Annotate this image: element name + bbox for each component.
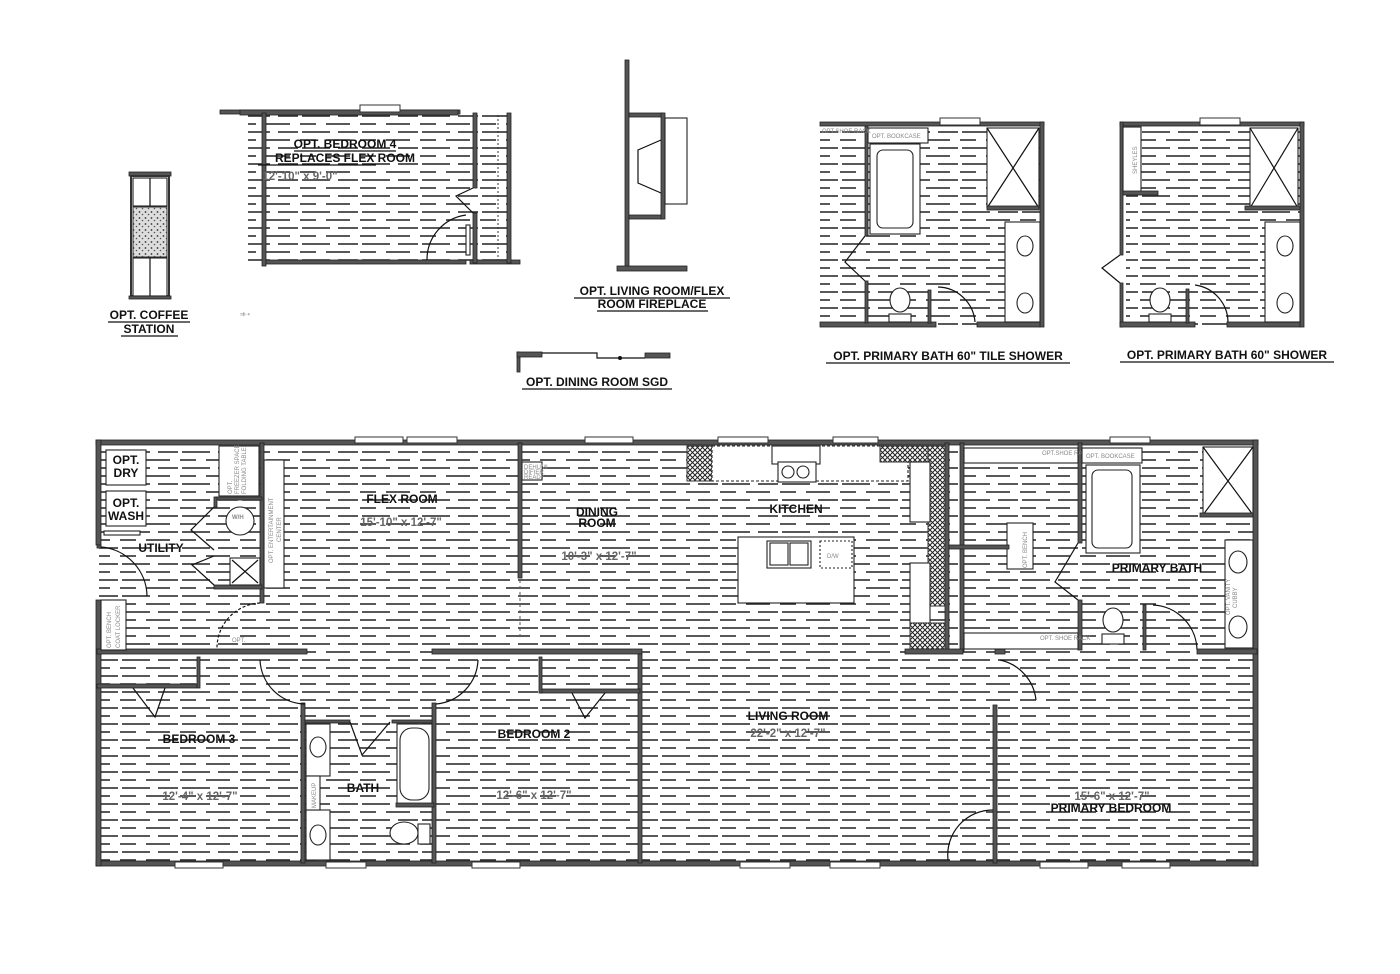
utility-label: UTILITY [138,541,183,555]
tile-shower-title: OPT. PRIMARY BATH 60" TILE SHOWER [833,349,1063,363]
living-room-dims: 22'-2" x 12'-7" [750,728,825,740]
freezer-label-1: OPT. [228,480,234,494]
vanity-label-1: OPT. VANITY [1226,579,1232,615]
living-room-label: LIVING ROOM [748,709,829,723]
dishwasher-label: D/W [827,554,839,560]
dining-room-label-2: ROOM [578,516,615,530]
kitchen-label: KITCHEN [769,502,822,516]
shoe-rack-bottom-label: OPT. SHOE RACK [1040,636,1090,642]
washer-label-2: WASH [108,509,144,523]
dryer-label-1: OPT. [113,453,140,467]
shower-shelves-label: SHEYLES [1133,146,1139,174]
primary-bath-label: PRIMARY BATH [1112,561,1202,575]
opt-dryer [105,449,147,486]
opt-primary-bath-shower: SHEYLES OPT. PRIMARY BATH 60" SHOWER [1101,117,1334,363]
primary-bedroom-label: PRIMARY BEDROOM [1051,801,1172,815]
flex-room-dims: 15'-10" x 12'-7" [360,517,442,529]
bedroom4-dims: 12'-10" x 9'-0" [262,171,337,183]
entertainment-label-1: OPT. ENTERTAINMENT [269,497,275,563]
opt-primary-bath-tile-shower: OPT. BOOKCASE OPT.SHOE RACK OPT. PRIMARY… [819,117,1070,364]
opt-coffee-station: OPT. COFFEE STATION [108,171,190,337]
bookcase-label: OPT. BOOKCASE [1086,454,1135,460]
opt-label: OPT. [232,638,246,644]
freezer-label-2: FREEZER SPACE [235,444,241,494]
dining-room-label-1: DINING [576,505,618,519]
shoe-rack-top-label: OPT.SHOE RACK [1042,451,1091,457]
bedroom2-dims: 12'-6" x 12'-7" [496,790,571,802]
bedroom4-stair-mark: ⇉⇢ [240,311,250,318]
shower-title: OPT. PRIMARY BATH 60" SHOWER [1127,348,1327,362]
bedroom4-title-1: OPT. BEDROOM 4 [294,137,397,151]
bench-label-2: COAT LOCKER [116,605,122,648]
dehumidifier-label-1: DEHUMI- [524,465,550,471]
bedroom4-title-2: REPLACES FLEX ROOM [275,151,415,165]
flex-room-label: FLEX ROOM [366,492,437,506]
bedroom3-label: BEDROOM 3 [163,732,236,746]
bench-label: OPT. BENCH [1023,532,1029,568]
vanity-label-2: CUBBY [1233,587,1239,608]
primary-bedroom-dims: 15'-6" x 12'-7" [1074,791,1149,803]
main-floor-plan: MAKEUP OPT. DRY OPT. WASH OPT. FREEZER S… [95,436,1259,869]
windows [174,436,1171,869]
dining-room-dims: 10'-3" x 12'-7" [561,551,636,563]
bath-label: BATH [347,781,379,795]
freezer-label-3: FOLDING TABLE [242,447,248,494]
dehumidifier-label-2: DIFIER [524,470,544,476]
opt-dining-sgd: OPT. DINING ROOM SGD [516,351,672,390]
washer-label-1: OPT. [113,496,140,510]
opt-fireplace: OPT. LIVING ROOM/FLEX ROOM FIREPLACE [574,59,730,312]
tile-bookcase-label: OPT. BOOKCASE [872,134,921,140]
bedroom2-label: BEDROOM 2 [498,727,571,741]
makeup-label: MAKEUP [312,783,318,808]
fireplace-label-2: ROOM FIREPLACE [598,297,707,311]
opt-bedroom-4: OPT. BEDROOM 4 REPLACES FLEX ROOM 12'-10… [219,104,521,318]
water-heater-label: W/H [232,515,244,521]
opt-washer [105,490,147,527]
coffee-station-label-1: OPT. COFFEE [110,308,189,322]
bench-label-1: OPT. BENCH [107,612,113,648]
bedroom3-dims: 12'-4" x 12'-7" [162,791,237,803]
entertainment-label-2: CENTER [277,517,283,542]
coffee-station-label-2: STATION [124,322,175,336]
exterior-wall-top [95,439,1259,446]
tile-shoe-rack-label: OPT.SHOE RACK [822,129,871,135]
water-heater [225,506,255,536]
dining-sgd-label: OPT. DINING ROOM SGD [526,375,668,389]
dehumidifier-label-3: READY [524,475,545,481]
dryer-label-2: DRY [114,466,139,480]
fireplace-label-1: OPT. LIVING ROOM/FLEX [580,284,725,298]
